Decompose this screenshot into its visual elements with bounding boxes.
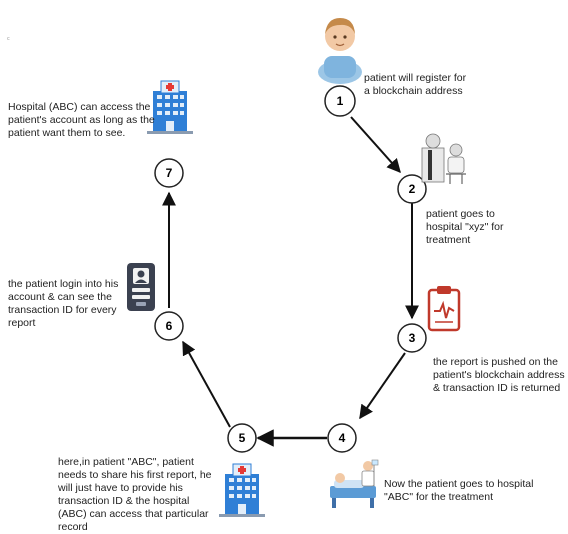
corner-mark: c [7,36,10,42]
step-number-4: 4 [339,431,346,445]
step-6-description: the patient login into his account & can… [8,278,119,329]
step-1-description: patient will register for a blockchain a… [364,72,467,97]
step-node-2: 2 [397,174,427,204]
step-5-description: here,in patient "ABC", patient needs to … [58,456,212,533]
step-node-3: 3 [397,323,427,353]
medical-report-clipboard-icon [427,286,461,332]
arrow-3-to-4 [359,352,406,420]
step-number-7: 7 [166,166,173,180]
step-number-5: 5 [239,431,246,445]
step-number-1: 1 [337,94,344,108]
step-3-description: the report is pushed on the patient's bl… [433,356,565,394]
flow-arrows [162,116,419,447]
step-2-description: patient goes to hospital "xyz" for treat… [426,208,504,246]
hospital-building-icon [147,80,193,134]
step-node-4: 4 [327,423,357,453]
arrow-5-to-6 [182,340,231,428]
patient-avatar-icon [318,18,362,84]
step-7-description: Hospital (ABC) can access the patient's … [8,101,155,139]
doctor-consultation-icon [421,133,466,184]
login-profile-card-icon [127,263,155,311]
step-node-1: 1 [324,85,356,117]
step-node-7: 7 [154,158,184,188]
step-number-2: 2 [409,182,416,196]
step-node-5: 5 [227,423,257,453]
arrow-1-to-2 [350,116,401,174]
hospital-bed-treatment-icon [330,459,379,508]
step-number-6: 6 [166,319,173,333]
step-4-description: Now the patient goes to hospital "ABC" f… [384,478,534,503]
step-node-6: 6 [154,311,184,341]
hospital-building-icon [219,463,265,517]
step-number-3: 3 [409,331,416,345]
